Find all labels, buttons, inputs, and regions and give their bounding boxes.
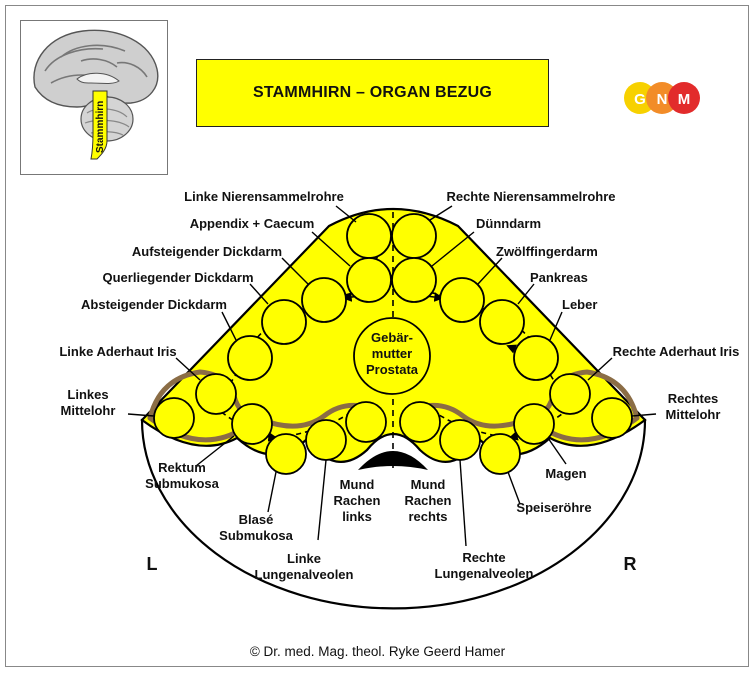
nucleus-duenndarm	[391, 257, 437, 303]
logo-circle-m	[668, 82, 700, 114]
label-absteigender-dickdarm: Absteigender Dickdarm	[81, 297, 227, 312]
label-rektum-2: Submukosa	[145, 476, 219, 491]
label-aufsteigender-dickdarm: Aufsteigender Dickdarm	[132, 244, 282, 259]
nucleus-querliegender-dickdarm	[261, 299, 307, 345]
center-label-line1: Gebär-	[371, 330, 413, 345]
label-mund-links-3: links	[342, 509, 372, 524]
nucleus-rektum	[231, 403, 273, 445]
label-leber: Leber	[562, 297, 597, 312]
label-linke-aderhaut-iris: Linke Aderhaut Iris	[59, 344, 176, 359]
brain-icon: Stammhirn	[33, 29, 159, 160]
brain-thumbnail: Stammhirn	[20, 20, 168, 175]
nucleus-aufsteigender-dickdarm	[301, 277, 347, 323]
mouth-region	[358, 451, 428, 470]
label-linke-lungen-2: Lungenalveolen	[255, 567, 354, 582]
label-rechte-nierensammelrohre: Rechte Nierensammelrohre	[446, 189, 615, 204]
nucleus-rechte-nierensammelrohre	[391, 213, 437, 259]
copyright-notice: © Dr. med. Mag. theol. Ryke Geerd Hamer	[249, 644, 506, 659]
label-mund-rechts-1: Mund	[411, 477, 446, 492]
nucleus-rechte-lungen	[439, 419, 481, 461]
logo-circle-n	[646, 82, 678, 114]
label-pankreas: Pankreas	[530, 270, 588, 285]
label-appendix-caecum: Appendix + Caecum	[190, 216, 315, 231]
center-label-line2: mutter	[372, 346, 412, 361]
side-label-left: L	[147, 554, 158, 574]
logo-letter-n: N	[657, 91, 668, 108]
label-linke-lungen-1: Linke	[287, 551, 321, 566]
label-rechtes-mittelohr-1: Rechtes	[668, 391, 719, 406]
label-mund-links-1: Mund	[340, 477, 375, 492]
label-rektum-1: Rektum	[158, 460, 206, 475]
gnm-logo: G N M	[624, 82, 700, 114]
nucleus-rechte-aderhaut	[549, 373, 591, 415]
nucleus-mund-rechts	[399, 401, 441, 443]
nucleus-linke-aderhaut	[195, 373, 237, 415]
label-magen: Magen	[545, 466, 586, 481]
nucleus-blase	[265, 433, 307, 475]
label-rechte-lungen-2: Lungenalveolen	[435, 566, 534, 581]
label-rechtes-mittelohr-2: Mittelohr	[666, 407, 721, 422]
nucleus-linke-lungen	[305, 419, 347, 461]
page-title: STAMMHIRN – ORGAN BEZUG	[253, 84, 492, 101]
logo-letter-m: M	[678, 91, 691, 108]
nucleus-speiseroehre	[479, 433, 521, 475]
label-mund-rechts-2: Rachen	[405, 493, 452, 508]
title-banner: STAMMHIRN – ORGAN BEZUG	[196, 59, 549, 127]
label-rechte-aderhaut-iris: Rechte Aderhaut Iris	[613, 344, 740, 359]
nucleus-rechtes-mittelohr	[591, 397, 633, 439]
label-blase-1: Blasé	[239, 512, 274, 527]
label-linkes-mittelohr-1: Linkes	[67, 387, 108, 402]
nucleus-absteigender-dickdarm	[227, 335, 273, 381]
nucleus-leber	[513, 335, 559, 381]
nucleus-appendix	[346, 257, 392, 303]
label-zwoelffingerdarm: Zwölffingerdarm	[496, 244, 598, 259]
side-label-right: R	[624, 554, 637, 574]
nucleus-mund-links	[345, 401, 387, 443]
lower-dome	[140, 418, 647, 610]
nucleus-pankreas	[479, 299, 525, 345]
logo-circle-g	[624, 82, 656, 114]
label-linke-nierensammelrohre: Linke Nierensammelrohre	[184, 189, 344, 204]
label-blase-2: Submukosa	[219, 528, 293, 543]
label-duenndarm: Dünndarm	[476, 216, 541, 231]
label-speiseroehre: Speiseröhre	[516, 500, 591, 515]
center-label-line3: Prostata	[366, 362, 419, 377]
label-mund-links-2: Rachen	[334, 493, 381, 508]
brain-label: Stammhirn	[95, 101, 106, 153]
label-linkes-mittelohr-2: Mittelohr	[61, 403, 116, 418]
nucleus-magen	[513, 403, 555, 445]
nuclei	[153, 213, 633, 475]
leader-lines	[127, 205, 657, 547]
label-rechte-lungen-1: Rechte	[462, 550, 505, 565]
nucleus-linkes-mittelohr	[153, 397, 195, 439]
label-mund-rechts-3: rechts	[408, 509, 447, 524]
logo-letter-g: G	[634, 91, 646, 108]
label-querliegender-dickdarm: Querliegender Dickdarm	[103, 270, 254, 285]
nucleus-zwoelffingerdarm	[439, 277, 485, 323]
center-circle	[353, 317, 431, 395]
